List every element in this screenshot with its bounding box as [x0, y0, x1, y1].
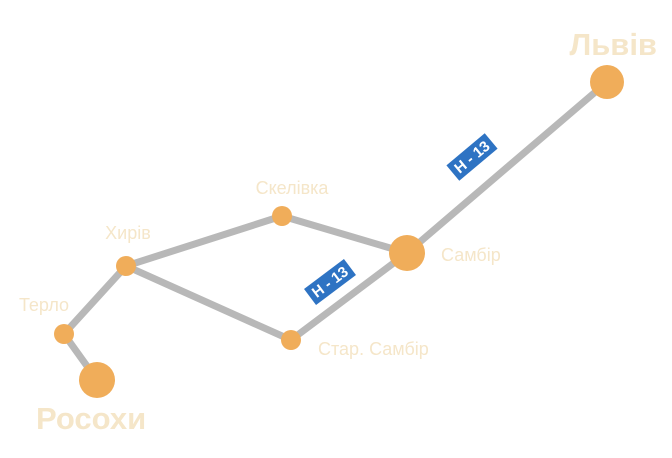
road-badge-upper-bg: [446, 133, 498, 181]
cities: [54, 65, 624, 398]
road-khyriv-terlo: [60, 262, 130, 338]
road-skelivka-khyriv: [122, 212, 286, 270]
city-label-sambir: Самбір: [441, 245, 501, 265]
roads: [60, 78, 611, 384]
road-lviv-sambir: [403, 78, 611, 257]
city-marker-rosokhy[interactable]: [79, 362, 115, 398]
city-label-rosokhy: Росохи: [36, 401, 146, 436]
city-label-terlo: Терло: [19, 295, 69, 315]
city-marker-star-sambir[interactable]: [281, 330, 301, 350]
road-badge-upper: Н - 13: [446, 133, 498, 181]
city-label-khyriv: Хирів: [105, 223, 151, 243]
road-badge-lower-bg: [304, 258, 356, 306]
city-marker-sambir[interactable]: [389, 235, 425, 271]
city-labels: Львів Самбір Скелівка Хирів Терло Стар. …: [19, 27, 657, 436]
city-marker-terlo[interactable]: [54, 324, 74, 344]
city-marker-skelivka[interactable]: [272, 206, 292, 226]
city-marker-khyriv[interactable]: [116, 256, 136, 276]
road-sambir-skelivka: [278, 212, 411, 257]
city-label-lviv: Львів: [569, 27, 657, 62]
city-label-skelivka: Скелівка: [256, 178, 330, 198]
city-marker-lviv[interactable]: [590, 65, 624, 99]
road-star-sambir-khyriv: [122, 262, 295, 344]
city-label-star-sambir: Стар. Самбір: [318, 339, 429, 359]
road-sambir-star-sambir: [287, 249, 411, 344]
